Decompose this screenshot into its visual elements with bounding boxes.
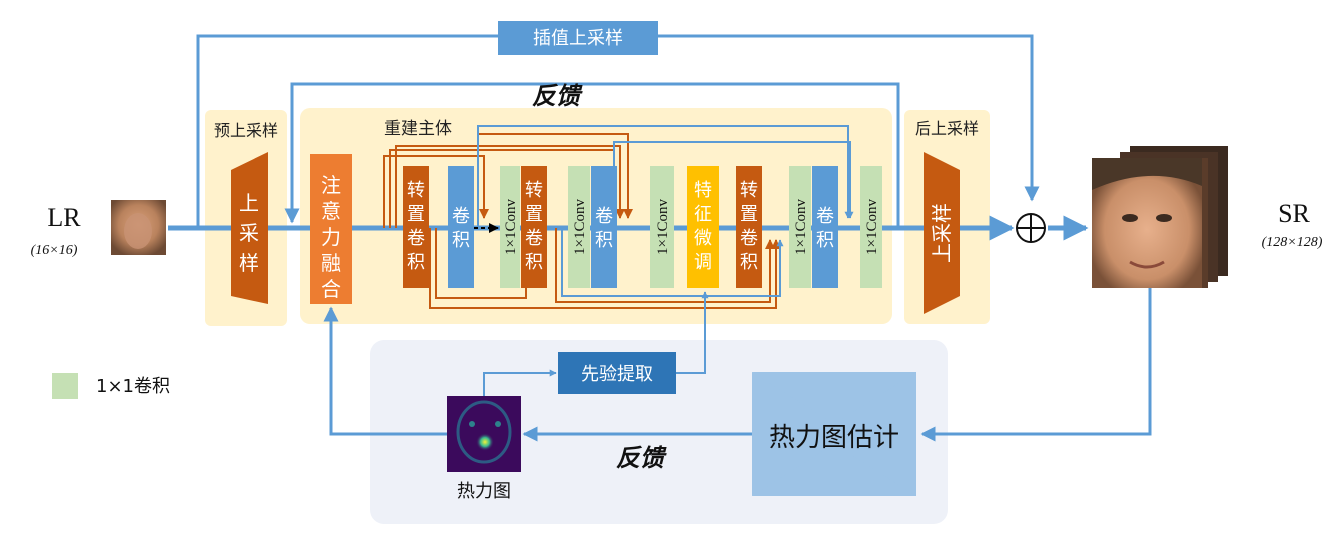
feedback-bottom-label: 反馈: [616, 444, 667, 472]
pre-upsample-char-2: 采: [239, 221, 259, 245]
heatmap-caption: 热力图: [457, 481, 511, 502]
sr-image-stack: [1092, 146, 1228, 288]
conv1x1-label-1: 1×1Conv: [503, 199, 519, 255]
tune-char-4: 调: [694, 252, 712, 273]
tconv2-char-1: 转: [525, 180, 543, 201]
conv1x1-label-3: 1×1Conv: [655, 199, 671, 255]
conv1-char-2: 积: [452, 230, 470, 251]
feedback-top-arrow: [284, 82, 900, 228]
conv-block-3: [812, 166, 838, 288]
conv2-char-2: 积: [595, 230, 613, 251]
conv-block-1: [448, 166, 474, 288]
conv3-char-1: 卷: [816, 206, 834, 227]
heatmap-estimator-label: 热力图估计: [769, 423, 899, 453]
transpose-conv-block-2: [521, 166, 547, 288]
tune-char-1: 特: [694, 180, 712, 201]
conv1x1-block-1: [500, 166, 520, 288]
sr-size: (128×128): [1262, 235, 1323, 250]
attention-char-5: 合: [321, 277, 341, 301]
conv1x1-block-4: [789, 166, 811, 288]
attention-char-4: 融: [321, 251, 341, 275]
conv1-char-1: 卷: [452, 206, 470, 227]
lr-label: LR: [47, 203, 81, 232]
legend-label-conv1x1: 1×1卷积: [96, 376, 170, 397]
prior-extract-block: [558, 352, 676, 394]
tconv2-char-3: 卷: [525, 228, 543, 249]
blue-skip-bottom: [561, 228, 784, 297]
heatmap-to-attention-arrow: [323, 306, 447, 436]
lr-face-detail: [124, 213, 152, 249]
tconv3-char-1: 转: [740, 180, 758, 201]
transpose-conv-block-3: [736, 166, 762, 288]
sr-to-heatmap-arrow: [920, 288, 1152, 442]
tune-char-3: 微: [694, 228, 712, 249]
tconv2-char-4: 积: [525, 252, 543, 273]
conv-block-2: [591, 166, 617, 288]
pre-upsample-title: 预上采样: [214, 121, 278, 140]
tconv3-char-3: 卷: [740, 228, 758, 249]
prior-to-tune-arrow: [676, 291, 709, 374]
tconv1-char-2: 置: [407, 204, 425, 225]
post-upsample-label: 上采样: [930, 203, 954, 263]
pre-upsample-block: [231, 152, 268, 304]
conv1x1-label-5: 1×1Conv: [864, 199, 880, 255]
conv1x1-block-2: [568, 166, 590, 288]
tconv1-char-4: 积: [407, 252, 425, 273]
recon-title: 重建主体: [384, 119, 452, 139]
lr-size: (16×16): [31, 243, 78, 258]
conv2-char-1: 卷: [595, 206, 613, 227]
heatmap-hotspot: [476, 433, 494, 451]
attention-char-3: 力: [321, 225, 341, 249]
post-upsample-block: [924, 152, 960, 314]
interp-upsample-label: 插值上采样: [533, 28, 623, 49]
heatmap-estimator-shape: [752, 372, 916, 496]
tconv1-char-3: 卷: [407, 228, 425, 249]
pre-upsample-char-3: 样: [239, 251, 259, 275]
pre-upsample-char-1: 上: [239, 191, 259, 215]
sr-label: SR: [1278, 199, 1310, 228]
heatmap-to-prior-arrow: [483, 369, 557, 396]
conv1x1-label-2: 1×1Conv: [572, 199, 588, 255]
tconv2-char-2: 置: [525, 204, 543, 225]
legend-swatch-conv1x1: [52, 373, 78, 399]
tconv3-char-2: 置: [740, 204, 758, 225]
conv1x1-block-3: [650, 166, 674, 288]
conv1x1-block-5: [860, 166, 882, 288]
transpose-conv-block-1: [403, 166, 429, 288]
prior-extract-label: 先验提取: [581, 364, 653, 385]
conv3-char-2: 积: [816, 230, 834, 251]
conv1x1-label-4: 1×1Conv: [793, 199, 809, 255]
tune-char-2: 征: [694, 204, 712, 225]
tconv1-char-1: 转: [407, 180, 425, 201]
interp-upsample-box: [498, 21, 658, 55]
post-upsample-title: 后上采样: [915, 119, 979, 138]
attention-fusion-block: [310, 154, 352, 304]
heatmap-face-outline: [456, 400, 512, 464]
attention-char-1: 注: [321, 173, 341, 197]
feature-tune-block: [687, 166, 719, 288]
tconv3-char-4: 积: [740, 252, 758, 273]
attention-char-2: 意: [321, 199, 341, 223]
feedback-top-label: 反馈: [532, 82, 583, 110]
